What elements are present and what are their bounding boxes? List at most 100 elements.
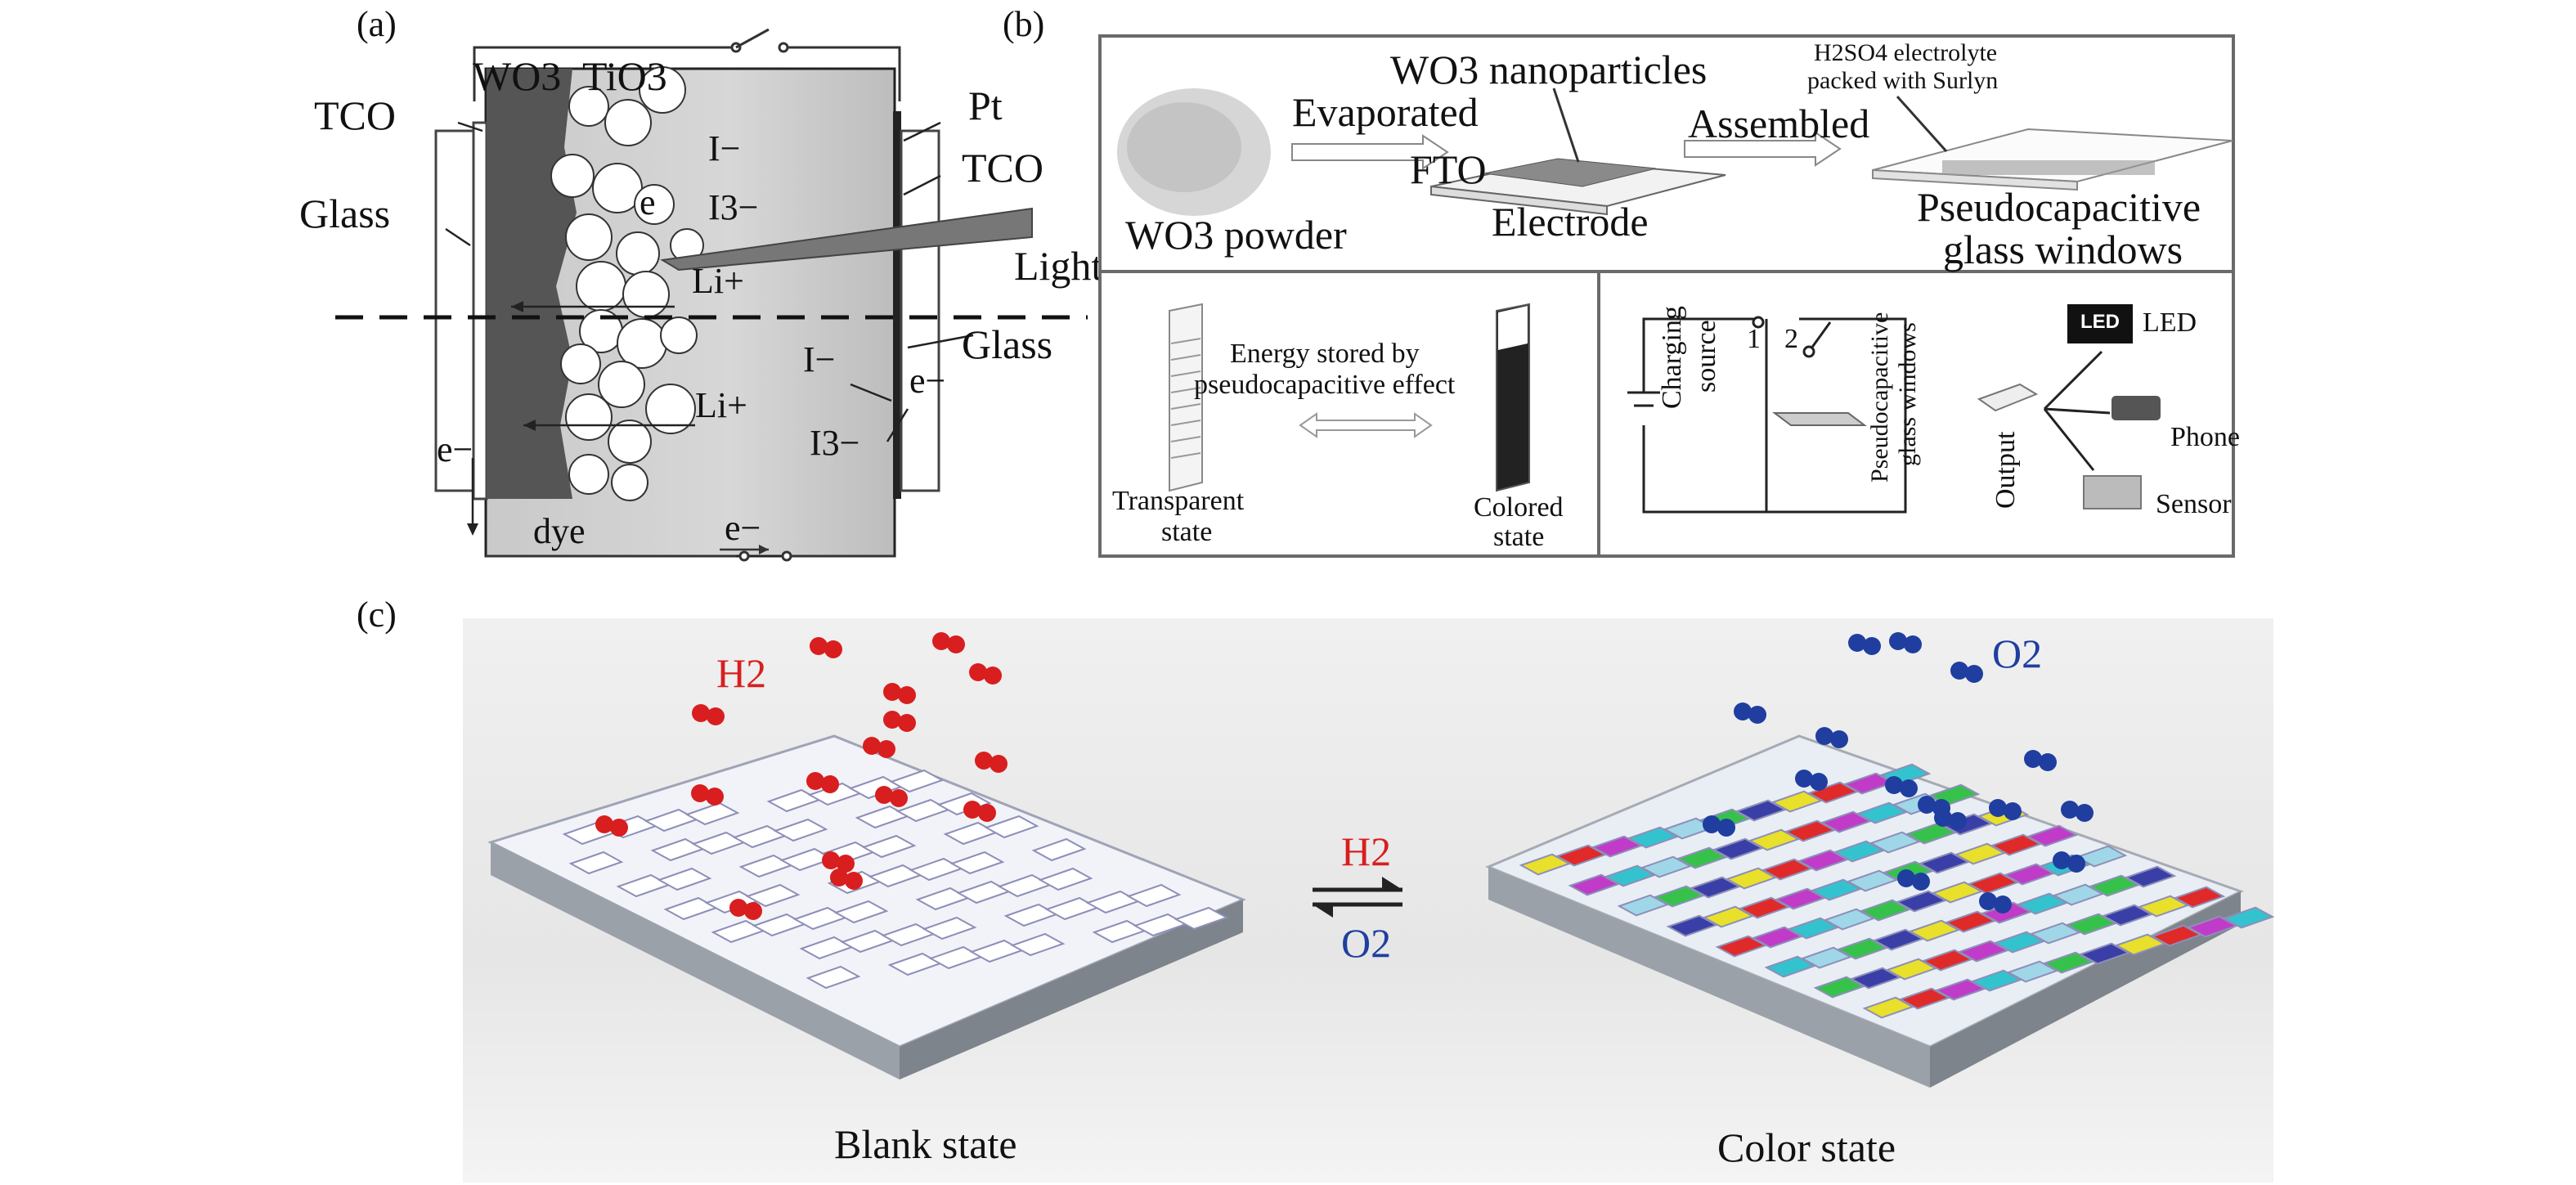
label-electrolyte-line1: H2SO4 electrolyte bbox=[1814, 39, 1998, 66]
blank-tiles bbox=[562, 769, 1229, 990]
label-li-plus-2: Li+ bbox=[695, 385, 747, 425]
h2-molecule bbox=[932, 632, 965, 653]
label-i-minus-2: I− bbox=[803, 339, 836, 379]
label-tco-left: TCO bbox=[314, 92, 396, 138]
h2-molecules bbox=[595, 632, 1008, 920]
label-pcw-line1: Pseudocapacitive bbox=[1917, 184, 2201, 230]
blank-tile bbox=[936, 792, 992, 816]
label-phone: Phone bbox=[2170, 422, 2240, 452]
blank-tile bbox=[984, 815, 1039, 839]
h2-molecule bbox=[830, 869, 863, 890]
h2-molecule bbox=[729, 899, 762, 920]
h2-molecule bbox=[883, 683, 916, 704]
label-led-badge: LED bbox=[2080, 311, 2120, 333]
h2-molecule bbox=[822, 851, 855, 873]
blank-tile bbox=[773, 818, 828, 842]
o2-molecule bbox=[1734, 702, 1766, 724]
label-assembled: Assembled bbox=[1688, 101, 1870, 146]
label-pcw-line2: glass windows bbox=[1943, 227, 2183, 272]
blank-tile bbox=[949, 851, 1005, 875]
label-glass-left: Glass bbox=[299, 191, 391, 236]
label-wo3: WO3 bbox=[473, 53, 562, 99]
label-switch-1: 1 bbox=[1747, 324, 1761, 354]
label-e-2: e− bbox=[909, 361, 946, 401]
o2-molecule bbox=[2024, 750, 2057, 771]
label-e-bottom: e− bbox=[725, 508, 761, 548]
panel-label-a: (a) bbox=[357, 4, 397, 44]
color-tile bbox=[2222, 906, 2275, 929]
label-tio3: TiO3 bbox=[582, 53, 667, 99]
blank-tile bbox=[889, 769, 945, 793]
color-tile bbox=[2026, 824, 2079, 847]
blank-tile bbox=[568, 851, 624, 875]
output-plug bbox=[1977, 383, 2039, 412]
blank-tile bbox=[1174, 906, 1229, 931]
pt-electrode bbox=[893, 111, 901, 499]
color-tile bbox=[2075, 845, 2128, 868]
label-glass-right: Glass bbox=[962, 321, 1053, 367]
blank-tile bbox=[1031, 837, 1087, 862]
label-e-1: e bbox=[640, 182, 656, 222]
label-i3-minus-2: I3− bbox=[810, 423, 860, 463]
h2-molecule bbox=[975, 752, 1008, 773]
label-e-left: e− bbox=[437, 429, 473, 469]
h2-molecule bbox=[810, 637, 842, 658]
label-tco-right: TCO bbox=[962, 145, 1043, 191]
label-colored-line2: state bbox=[1493, 522, 1545, 552]
color-tile bbox=[2124, 865, 2177, 888]
o2-molecule bbox=[2061, 801, 2094, 822]
label-evaporated: Evaporated bbox=[1292, 89, 1479, 135]
o2-molecule bbox=[1703, 815, 1735, 837]
blank-tile bbox=[833, 900, 889, 924]
label-i3-minus-1: I3− bbox=[708, 187, 759, 227]
h2-molecule bbox=[691, 784, 724, 806]
colored-window bbox=[1496, 303, 1530, 492]
blank-tile bbox=[657, 867, 712, 891]
light-arrow bbox=[660, 207, 1033, 272]
o2-molecule bbox=[1848, 634, 1881, 655]
h2-molecule bbox=[883, 711, 916, 732]
h2-molecule bbox=[969, 663, 1002, 685]
h2-molecule bbox=[806, 772, 839, 793]
o2-molecule bbox=[1950, 662, 1983, 683]
o2-molecule bbox=[1989, 799, 2022, 820]
blank-tile bbox=[1010, 932, 1066, 957]
h2-molecule bbox=[595, 815, 628, 837]
transparent-window bbox=[1169, 303, 1203, 492]
label-wo3-powder: WO3 powder bbox=[1125, 212, 1347, 258]
h2-molecule bbox=[875, 786, 908, 807]
label-i-minus-1: I− bbox=[708, 128, 741, 168]
label-electrolyte-line2: packed with Surlyn bbox=[1807, 67, 1999, 94]
o2-molecule bbox=[1934, 809, 1967, 830]
label-sensor: Sensor bbox=[2156, 489, 2232, 519]
label-dye: dye bbox=[533, 511, 586, 551]
blank-tile bbox=[684, 801, 740, 826]
label-electrode: Electrode bbox=[1492, 199, 1649, 245]
label-switch-2: 2 bbox=[1784, 324, 1798, 354]
blank-tile bbox=[806, 965, 861, 990]
label-h2-top: H2 bbox=[716, 650, 767, 696]
o2-molecule bbox=[1795, 770, 1828, 791]
o2-molecules bbox=[1703, 632, 2094, 913]
wo3-nanoparticles-layer bbox=[1483, 158, 1657, 187]
o2-molecule bbox=[2053, 851, 2085, 873]
blank-tile bbox=[861, 834, 917, 859]
label-transparent-line2: state bbox=[1161, 517, 1213, 547]
led-badge bbox=[2067, 304, 2133, 343]
label-h2-arrow: H2 bbox=[1341, 828, 1392, 874]
label-li-plus-1: Li+ bbox=[692, 261, 744, 301]
equilibrium-arrows bbox=[1313, 887, 1402, 907]
label-light: Light bbox=[1014, 243, 1103, 289]
blank-tile bbox=[922, 916, 977, 940]
label-wo3-nanoparticles: WO3 nanoparticles bbox=[1390, 47, 1708, 92]
glass-right bbox=[900, 129, 940, 492]
label-energy-line1: Energy stored by bbox=[1230, 339, 1420, 369]
label-o2-arrow: O2 bbox=[1341, 920, 1392, 966]
label-fto: FTO bbox=[1410, 146, 1487, 192]
sensor-icon bbox=[2083, 475, 2142, 509]
h2-molecule bbox=[963, 801, 996, 822]
label-pt: Pt bbox=[968, 83, 1003, 128]
h2-molecule bbox=[863, 737, 895, 758]
blank-tile bbox=[1038, 867, 1093, 891]
